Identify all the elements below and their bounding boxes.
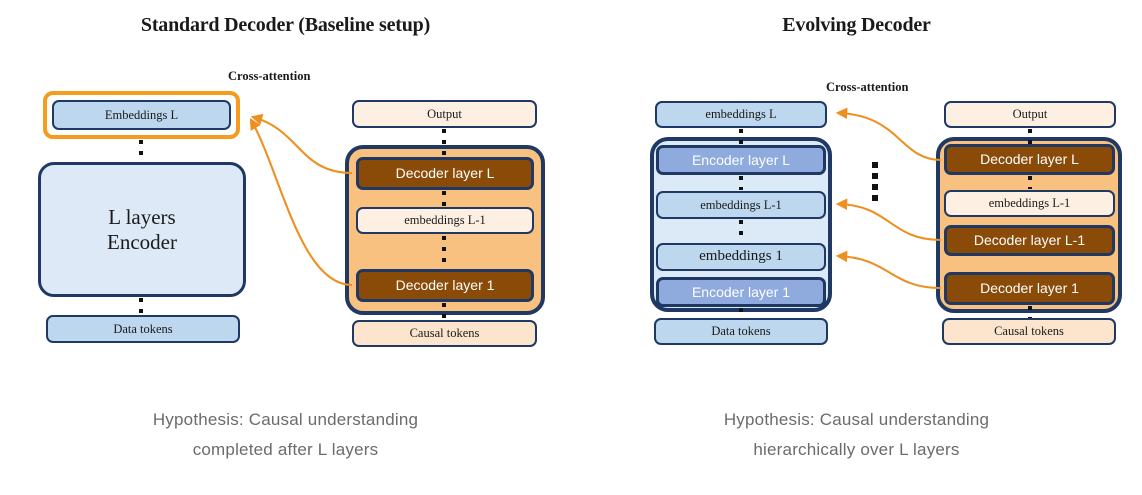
right-panel-title: Evolving Decoder (782, 14, 931, 36)
right-decoder-layer-1: Decoder layer 1 (944, 272, 1115, 305)
left-embeddings-l-minus-1: embeddings L-1 (356, 207, 534, 234)
left-cross-attention-arrows (249, 113, 353, 287)
left-causal-tokens-box: Causal tokens (352, 320, 537, 347)
right-decoder-embeddings-l-minus-1: embeddings L-1 (944, 190, 1115, 217)
right-data-tokens-box: Data tokens (654, 318, 828, 345)
encoder-block-line-2: Encoder (107, 229, 177, 254)
left-decoder-layer-1: Decoder layer 1 (356, 269, 534, 302)
right-decoder-layer-l-minus-1: Decoder layer L-1 (944, 225, 1115, 256)
right-encoder-layer-1: Encoder layer 1 (656, 277, 826, 307)
right-caption-line-1: Hypothesis: Causal understanding (723, 410, 990, 429)
right-cross-attention-label: Cross-attention (826, 80, 909, 94)
left-output-box: Output (352, 100, 537, 128)
right-caption: Hypothesis: Causal understanding hierarc… (571, 405, 1142, 465)
left-encoder-block: L layers Encoder (38, 162, 246, 297)
right-decoder-layer-l: Decoder layer L (944, 144, 1115, 175)
left-data-tokens-box: Data tokens (46, 315, 240, 343)
left-decoder-layer-l: Decoder layer L (356, 157, 534, 190)
left-cross-attention-label: Cross-attention (228, 69, 311, 83)
right-encoder-layer-l: Encoder layer L (656, 145, 826, 175)
right-vertical-ellipsis (872, 162, 878, 201)
right-encoder-embeddings-1: embeddings 1 (656, 243, 826, 271)
right-causal-tokens-box: Causal tokens (942, 318, 1116, 345)
left-embeddings-l-box: Embeddings L (52, 100, 231, 130)
right-embeddings-l-box: embeddings L (655, 101, 827, 128)
left-panel-title: Standard Decoder (Baseline setup) (140, 14, 431, 36)
encoder-block-line-1: L layers (108, 205, 176, 230)
right-output-box: Output (944, 101, 1116, 128)
right-cross-attention-arrows (835, 107, 942, 290)
left-caption-line-2: completed after L layers (192, 440, 379, 459)
left-caption: Hypothesis: Causal understanding complet… (0, 405, 571, 465)
left-caption-line-1: Hypothesis: Causal understanding (152, 410, 419, 429)
right-encoder-embeddings-l-minus-1: embeddings L-1 (656, 191, 826, 219)
right-caption-line-2: hierarchically over L layers (753, 440, 960, 459)
